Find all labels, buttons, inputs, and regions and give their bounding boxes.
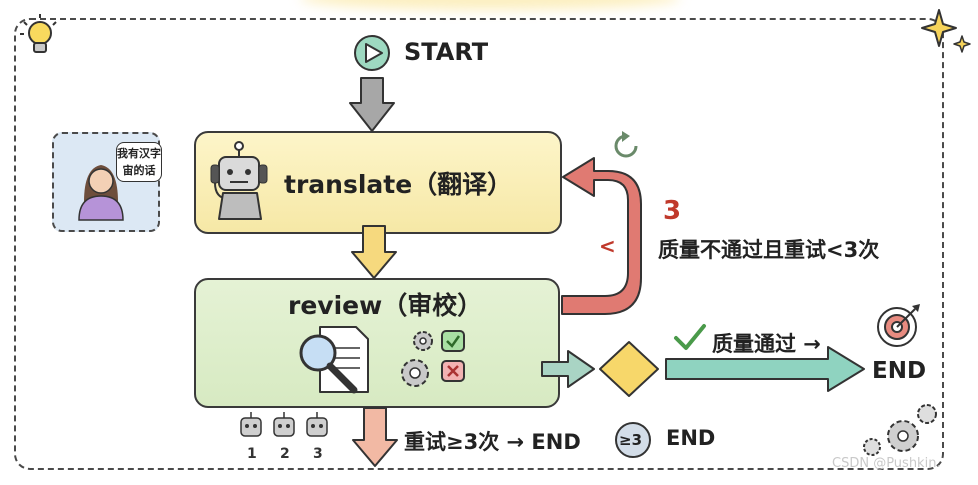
robot-headset-icon (210, 141, 268, 220)
play-icon (354, 35, 390, 71)
retry-count-number: 3 (663, 196, 682, 226)
pass-arrow (665, 346, 865, 392)
workflow-frame (14, 18, 944, 470)
end-label-retry-limit: END (666, 426, 716, 450)
refresh-icon (614, 131, 638, 158)
end-label-pass: END (872, 358, 927, 384)
user-speech-bubble: 我有汉字 宙的话 (116, 142, 162, 182)
watermark: CSDN @Pushkin. (832, 456, 941, 471)
translate-node-title: translate（翻译） (284, 170, 513, 199)
decision-diamond-icon (599, 341, 659, 397)
document-magnifier-icon (299, 326, 369, 394)
retry-limit-badge (615, 422, 651, 458)
gear-check-icon (413, 330, 465, 352)
retry-less-than-symbol: < (599, 234, 616, 258)
retry-loop-arrow (561, 157, 642, 315)
gear-x-icon (401, 359, 465, 387)
gears-icon (863, 404, 937, 456)
user-avatar-icon (78, 165, 124, 221)
arrow-start-to-translate (349, 77, 395, 132)
retry-limit-label: 重试≥3次 → END (404, 430, 581, 454)
arrow-retry-limit (352, 407, 398, 467)
arrow-review-to-decision (541, 350, 595, 388)
attempt-number-1: 1 (247, 446, 257, 462)
start-label: START (404, 38, 489, 66)
arrow-translate-to-review (351, 225, 397, 279)
review-node[interactable]: review（审校） (194, 278, 560, 408)
retry-condition-label: 质量不通过且重试<3次 (658, 238, 880, 262)
retry-limit-badge-text: ≥3 (619, 431, 643, 449)
review-node-title: review（审校） (288, 291, 483, 320)
pass-condition-label: 质量通过 → (712, 332, 821, 356)
checkmark-icon (674, 324, 706, 350)
sparkle-icon (921, 9, 971, 53)
attempt-number-3: 3 (313, 446, 323, 462)
target-icon (877, 304, 920, 347)
top-highlight (300, 0, 680, 10)
attempt-number-2: 2 (280, 446, 290, 462)
lightbulb-icon (20, 14, 57, 53)
robot-counter-icon (240, 412, 328, 437)
